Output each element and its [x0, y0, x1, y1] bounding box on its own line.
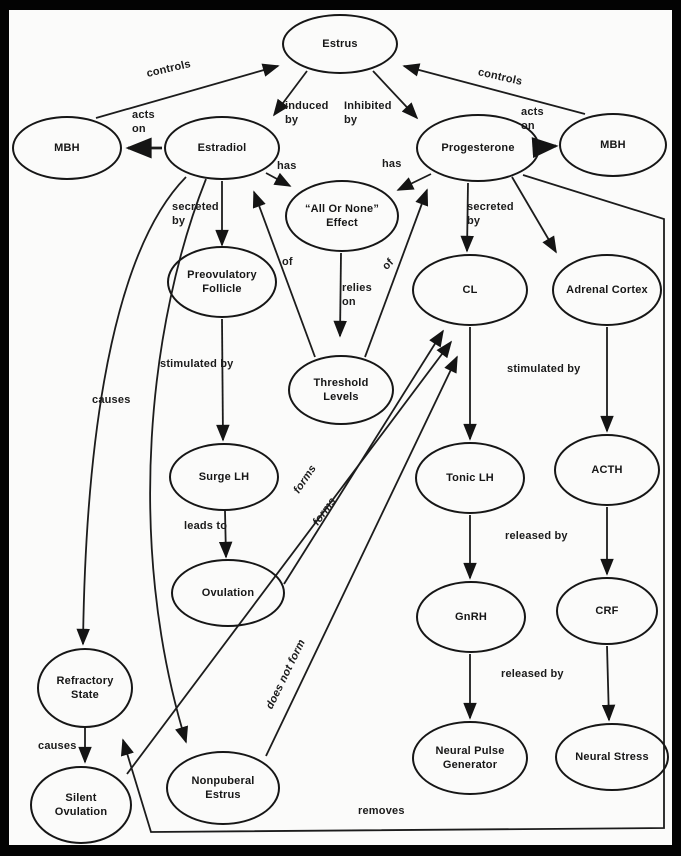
edge-label-acts-on-right: acts on	[521, 106, 544, 132]
node-threshold-levels: Threshold Levels	[288, 355, 394, 425]
edge-inhibited-by	[372, 70, 419, 120]
edge-label-leads-to: leads to	[184, 520, 228, 532]
edge-has-left	[265, 172, 292, 187]
node-tonic-lh: Tonic LH	[415, 442, 525, 514]
edge-label-stimulated-by-left: stimulated by	[160, 358, 234, 370]
edge-controls-right	[402, 63, 586, 115]
edge-label-causes-lower: causes	[38, 740, 77, 752]
node-mbh-left: MBH	[12, 116, 122, 180]
edge-label-released-by-lower: released by	[501, 668, 564, 680]
node-neural-stress: Neural Stress	[555, 723, 669, 791]
edge-label-stimulated-by-right: stimulated by	[507, 363, 581, 375]
edge-of-right	[364, 188, 429, 358]
edge-label-causes-upper: causes	[92, 394, 131, 406]
edge-label-has-left: has	[277, 160, 297, 172]
edge-label-secreted-by-left: secreted by	[172, 201, 219, 227]
node-all-or-none-effect: “All Or None” Effect	[285, 180, 399, 252]
edge-induced-by	[272, 70, 308, 117]
edge-label-secreted-by-right: secreted by	[467, 201, 514, 227]
node-cl: CL	[412, 254, 528, 326]
edge-causes-refractory	[76, 176, 187, 646]
node-adrenal-cortex: Adrenal Cortex	[552, 254, 662, 326]
edge-removes	[120, 174, 665, 833]
node-nonpuberal-estrus: Nonpuberal Estrus	[166, 751, 280, 825]
edge-label-released-by-upper: released by	[505, 530, 568, 542]
node-mbh-right: MBH	[559, 113, 667, 177]
edge-has-right	[396, 173, 432, 191]
node-surge-lh: Surge LH	[169, 443, 279, 511]
node-silent-ovulation: Silent Ovulation	[30, 766, 132, 844]
edge-label-relies-on: relies on	[342, 282, 372, 308]
edge-progesterone-adrenal	[511, 176, 557, 254]
edge-estradiol-nonpuberal	[149, 178, 207, 744]
edge-leads-to	[218, 510, 233, 559]
edge-label-has-right: has	[382, 158, 402, 170]
node-progesterone: Progesterone	[416, 114, 540, 182]
node-crf: CRF	[556, 577, 658, 645]
node-estradiol: Estradiol	[164, 116, 280, 180]
node-refractory-state: Refractory State	[37, 648, 133, 728]
edge-relies-on	[333, 252, 347, 338]
edge-crf-stress	[601, 645, 616, 722]
edge-does-not-form	[265, 355, 458, 757]
node-preovulatory-follicle: Preovulatory Follicle	[167, 246, 277, 318]
node-ovulation: Ovulation	[171, 559, 285, 627]
edge-stimulated-by-left	[216, 318, 230, 442]
edge-of-left	[252, 190, 316, 358]
edge-forms-silent-ovulation	[126, 340, 453, 775]
node-acth: ACTH	[554, 434, 660, 506]
edge-label-induced-by: induced by	[285, 100, 329, 126]
edge-label-removes: removes	[358, 805, 405, 817]
edge-label-acts-on-left: acts on	[132, 109, 155, 135]
edge-secreted-by-right	[460, 182, 474, 253]
edge-label-of-left: of	[282, 256, 293, 268]
edge-label-inhibited-by: Inhibited by	[344, 100, 392, 126]
edge-controls-left	[95, 63, 280, 119]
node-estrus: Estrus	[282, 14, 398, 74]
edge-acts-on-right	[531, 137, 559, 159]
node-gnrh: GnRH	[416, 581, 526, 653]
node-neural-pulse-generator: Neural Pulse Generator	[412, 721, 528, 795]
